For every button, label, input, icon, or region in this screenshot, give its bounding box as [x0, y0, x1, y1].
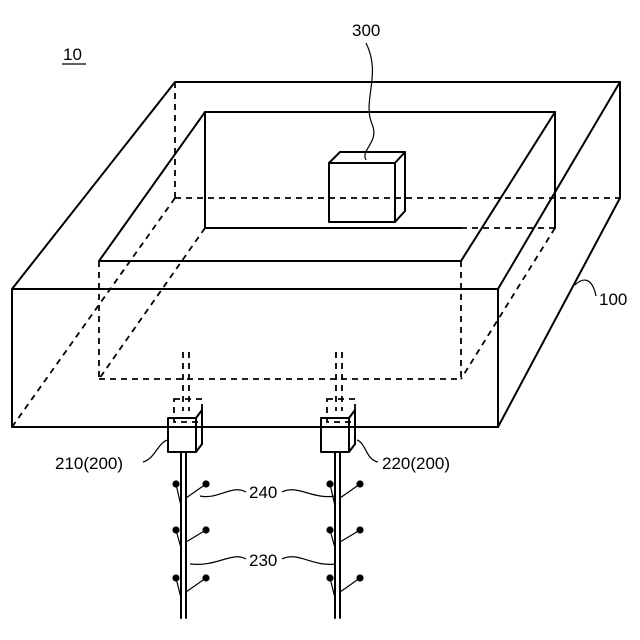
reference-labels: 300 100 210(200) 220(200) 240 230	[55, 21, 627, 570]
leader-100	[575, 280, 596, 296]
node-dot	[172, 574, 179, 581]
leader-240-right	[282, 490, 336, 497]
stem-left	[172, 452, 209, 618]
outer-front-face	[12, 289, 498, 427]
node-dot	[356, 526, 363, 533]
label-300: 300	[352, 21, 380, 40]
leader-220	[357, 440, 378, 462]
housing-100	[12, 82, 620, 427]
cube-front-face	[329, 163, 395, 222]
label-220: 220(200)	[382, 454, 450, 473]
node-dot	[202, 480, 209, 487]
leader-230-right	[282, 557, 336, 565]
label-240: 240	[249, 483, 277, 502]
sensor-210-body	[168, 418, 196, 452]
node-dot	[202, 574, 209, 581]
node-dot	[172, 480, 179, 487]
leader-lines	[143, 43, 596, 564]
stem-right	[326, 452, 363, 618]
outer-right-top-edge	[498, 82, 620, 289]
outer-hidden-left-bottom	[12, 198, 175, 427]
branch-left-3b	[186, 578, 206, 592]
branch-right-1b	[340, 484, 360, 498]
sensor-210	[168, 352, 202, 452]
node-dot	[326, 480, 333, 487]
node-dot	[172, 526, 179, 533]
leader-230-left	[190, 557, 246, 565]
node-dot	[202, 526, 209, 533]
module-300	[329, 152, 405, 222]
figure-reference: 10	[62, 45, 86, 64]
node-dot	[326, 526, 333, 533]
leader-240-left	[200, 490, 246, 497]
sensor-220-body	[321, 418, 349, 452]
inner-hidden-floor-right	[461, 228, 555, 379]
leader-210	[143, 440, 168, 462]
sensor-220	[321, 352, 355, 452]
label-100: 100	[599, 290, 627, 309]
label-230: 230	[249, 551, 277, 570]
node-dot	[356, 574, 363, 581]
inner-cavity-rim	[99, 112, 555, 261]
label-210: 210(200)	[55, 454, 123, 473]
node-dot	[326, 574, 333, 581]
leader-300	[365, 43, 374, 160]
cube-top-corner-edge	[395, 152, 405, 163]
branch-right-3b	[340, 578, 360, 592]
node-dot	[356, 480, 363, 487]
figure-reference-text: 10	[63, 45, 82, 64]
